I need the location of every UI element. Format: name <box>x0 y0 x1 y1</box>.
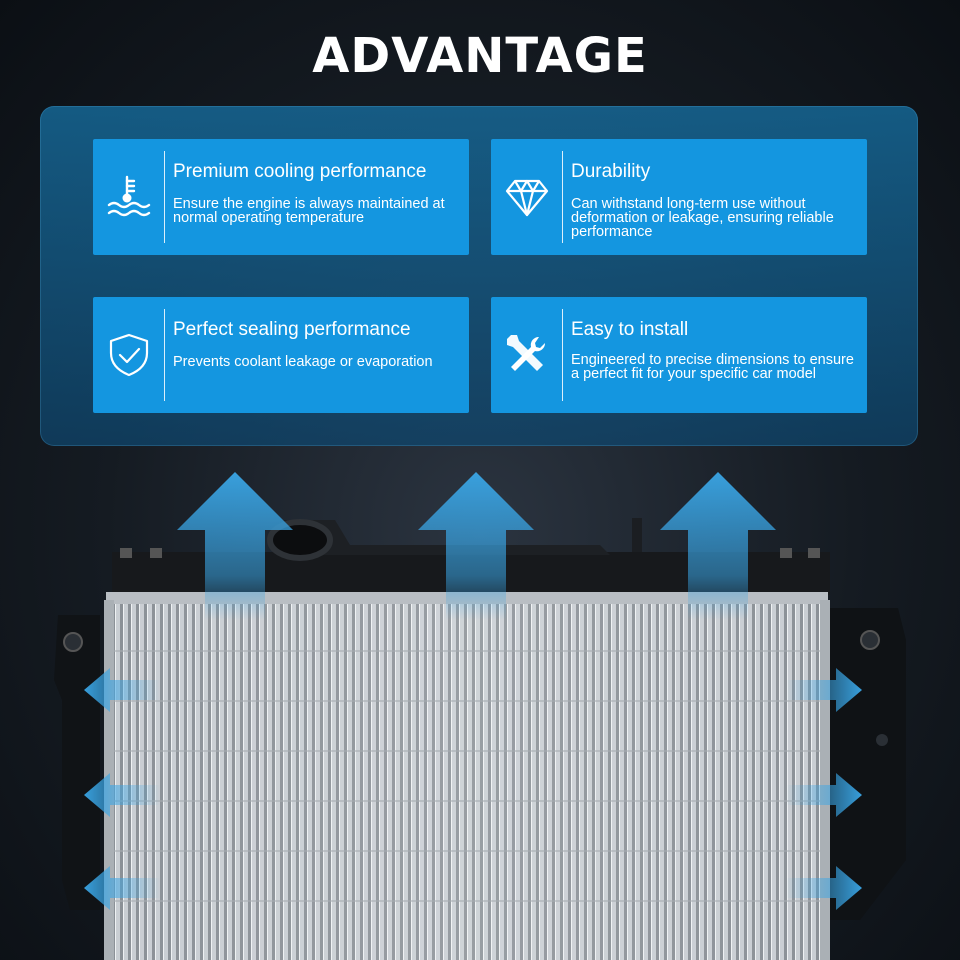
left-mount-bracket <box>54 615 100 910</box>
feature-description: Ensure the engine is always maintained a… <box>173 196 445 226</box>
feature-card-sealing: Perfect sealing performance Prevents coo… <box>93 297 469 413</box>
feature-card-cooling: Premium cooling performance Ensure the e… <box>93 139 469 255</box>
card-divider <box>164 309 165 401</box>
card-divider <box>562 151 563 243</box>
feature-title: Premium cooling performance <box>173 161 427 182</box>
shield-check-icon <box>109 333 149 377</box>
right-mount-bracket <box>820 608 906 920</box>
airflow-up-arrow <box>418 472 534 620</box>
feature-title: Easy to install <box>571 319 689 340</box>
airflow-side-arrow <box>786 668 862 910</box>
feature-description: Can withstand long-term use without defo… <box>571 196 834 240</box>
feature-description: Engineered to precise dimensions to ensu… <box>571 352 854 382</box>
card-divider <box>164 151 165 243</box>
feature-card-install: Easy to install Engineered to precise di… <box>491 297 867 413</box>
airflow-up-arrow <box>660 472 776 620</box>
diamond-icon <box>505 179 549 217</box>
feature-title: Durability <box>571 161 651 182</box>
tools-icon <box>507 335 546 371</box>
feature-title: Perfect sealing performance <box>173 319 411 340</box>
airflow-up-arrow <box>177 472 293 620</box>
coolant-temperature-icon <box>107 175 151 217</box>
card-divider <box>562 309 563 401</box>
feature-card-durability: Durability Can withstand long-term use w… <box>491 139 867 255</box>
page-title: ADVANTAGE <box>312 28 648 84</box>
feature-description: Prevents coolant leakage or evaporation <box>173 354 433 370</box>
airflow-side-arrow <box>84 668 160 910</box>
